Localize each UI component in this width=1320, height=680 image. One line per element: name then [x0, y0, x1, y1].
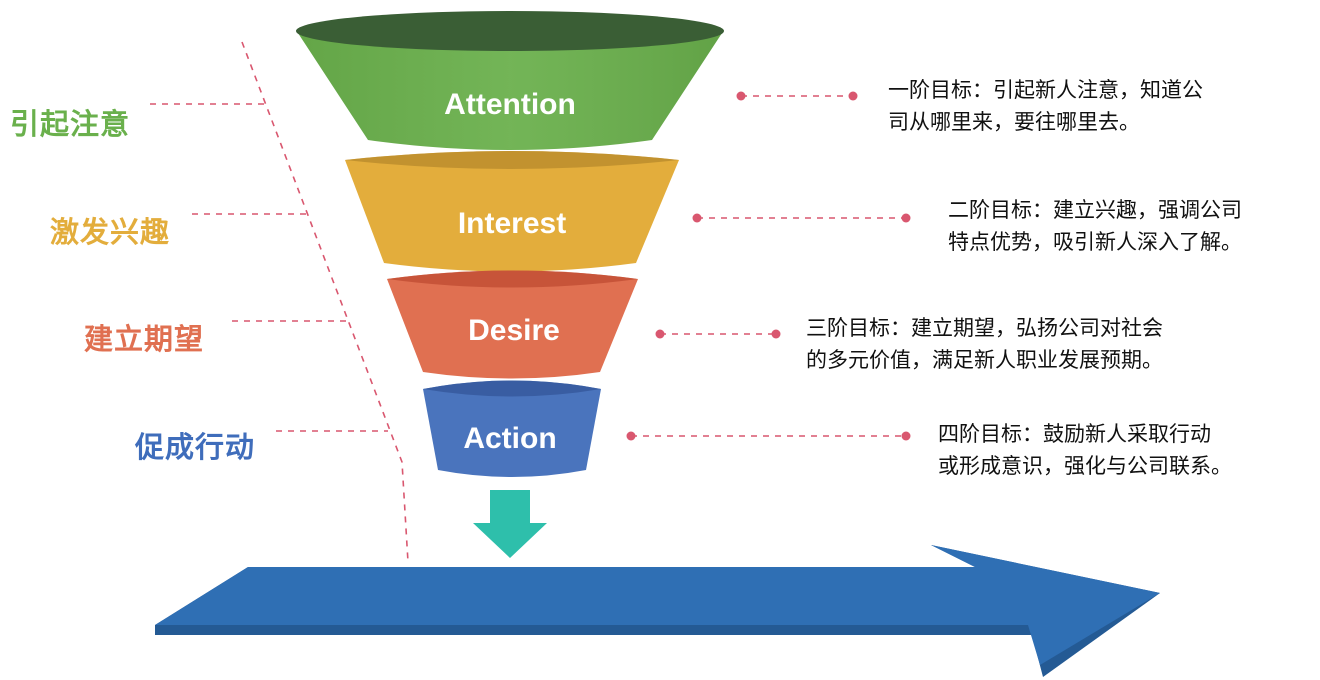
desc-attention-line2: 司从哪里来，要往哪里去。: [888, 110, 1140, 134]
label-drive-action: 促成行动: [135, 430, 256, 464]
desc-desire-line1: 三阶目标：建立期望，弘扬公司对社会: [806, 316, 1163, 340]
down-arrow: [473, 490, 547, 558]
stage-title-action: Action: [463, 422, 556, 455]
desc-action: 四阶目标：鼓励新人采取行动 或形成意识，强化与公司联系。: [938, 418, 1232, 482]
stage-title-desire: Desire: [468, 314, 560, 347]
desc-desire: 三阶目标：建立期望，弘扬公司对社会 的多元价值，满足新人职业发展预期。: [806, 312, 1163, 376]
desc-desire-line2: 的多元价值，满足新人职业发展预期。: [806, 348, 1163, 372]
desc-interest-line2: 特点优势，吸引新人深入了解。: [948, 230, 1242, 254]
funnel-tier-attention: Attention: [296, 11, 724, 150]
label-build-desire: 建立期望: [84, 322, 205, 356]
funnel-tier-action: Action: [423, 380, 601, 477]
connector-attention-right: [736, 91, 858, 101]
stage-title-interest: Interest: [458, 207, 566, 240]
desc-action-line2: 或形成意识，强化与公司联系。: [938, 454, 1232, 478]
desc-attention-line1: 一阶目标：引起新人注意，知道公: [888, 78, 1203, 102]
label-attract-attention: 引起注意: [10, 107, 131, 141]
stage-title-attention: Attention: [444, 88, 576, 121]
funnel-top-rim: [296, 11, 724, 51]
left-guide-dashed-line: [241, 41, 409, 563]
desc-action-line1: 四阶目标：鼓励新人采取行动: [938, 422, 1211, 446]
desc-interest: 二阶目标：建立兴趣，强调公司 特点优势，吸引新人深入了解。: [948, 194, 1242, 258]
connector-interest-right: [692, 213, 911, 223]
progress-arrow: [155, 545, 1160, 677]
funnel-tier-interest: Interest: [345, 151, 679, 272]
label-spark-interest: 激发兴趣: [50, 215, 171, 249]
connector-action-right: [626, 431, 911, 441]
funnel-tier-desire: Desire: [387, 270, 638, 379]
desc-interest-line1: 二阶目标：建立兴趣，强调公司: [948, 198, 1242, 222]
connector-desire-right: [655, 329, 781, 339]
desc-attention: 一阶目标：引起新人注意，知道公 司从哪里来，要往哪里去。: [888, 74, 1203, 138]
